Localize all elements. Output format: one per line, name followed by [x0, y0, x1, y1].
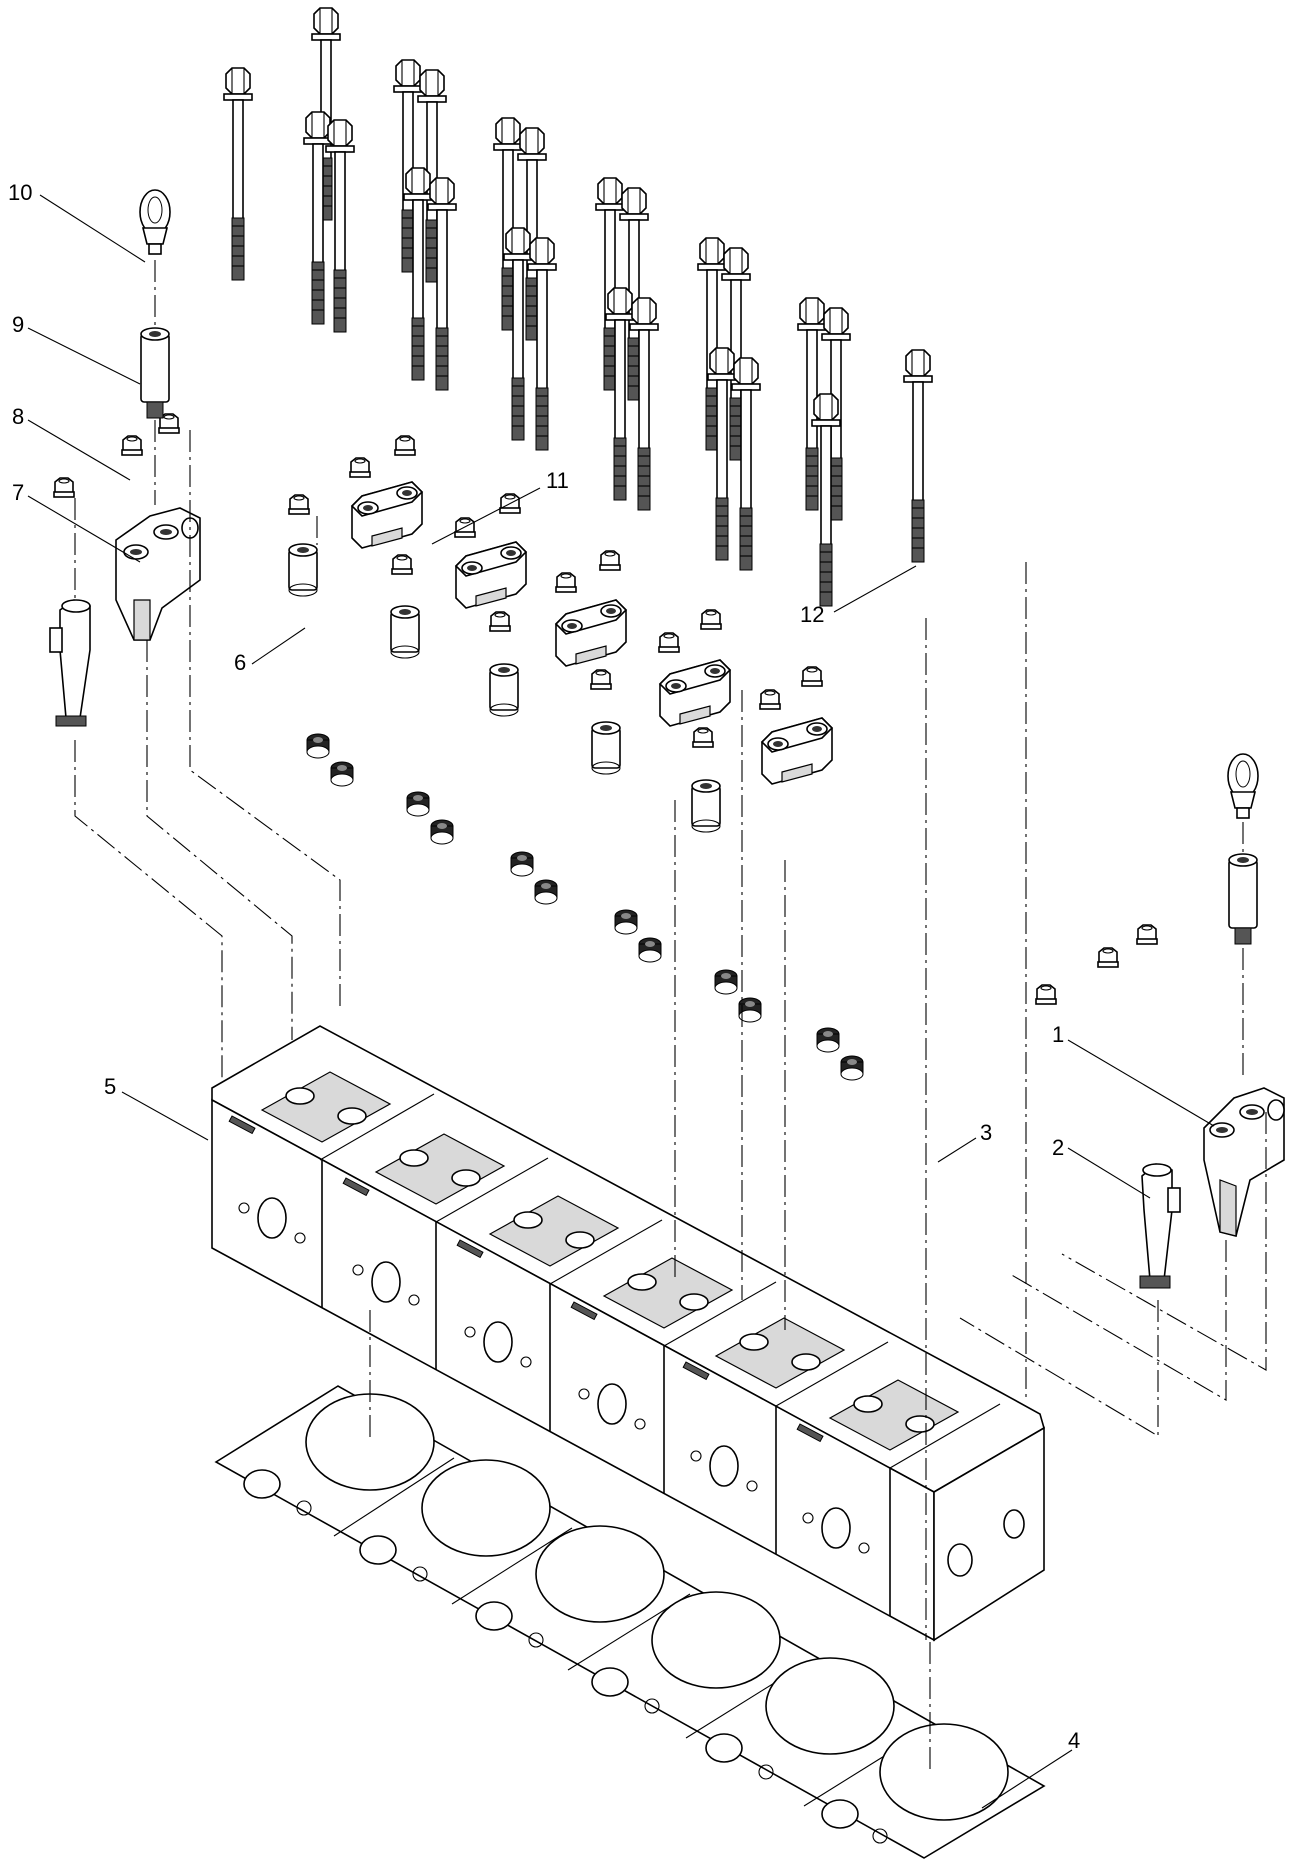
threaded-spacer-right	[1228, 853, 1258, 945]
gasket-ports	[243, 1469, 888, 1844]
alignment-lines	[74, 260, 1267, 1770]
lifting-eye-left	[139, 189, 171, 255]
callout-7: 7	[12, 480, 24, 505]
cylinder-head	[211, 1025, 1045, 1642]
callout-1: 1	[1052, 1022, 1064, 1047]
callout-11: 11	[546, 468, 569, 493]
head-bolts	[223, 7, 933, 607]
head-ports	[238, 1197, 1025, 1577]
callout-10: 10	[8, 180, 32, 205]
rocker-pockets	[228, 1071, 960, 1451]
callout-labels: 1 2 3 4 5 6 7 8 9 10 11 12	[8, 180, 1080, 1753]
callout-8: 8	[12, 404, 24, 429]
callout-5: 5	[104, 1074, 116, 1099]
callout-2: 2	[1052, 1135, 1064, 1160]
callout-9: 9	[12, 312, 24, 337]
lifting-eye-right	[1227, 753, 1259, 819]
injector-clamp-left	[49, 599, 91, 727]
callout-12: 12	[800, 602, 824, 627]
lifting-bracket-right	[1203, 1087, 1285, 1237]
threaded-spacer-left	[140, 327, 170, 419]
valve-stem-seals	[306, 733, 864, 1081]
callout-4: 4	[1068, 1728, 1080, 1753]
leader-lines	[27, 194, 1215, 1809]
cylinder-head-gasket	[214, 1385, 1046, 1859]
callout-3: 3	[980, 1120, 992, 1145]
lifting-bracket-left	[115, 507, 201, 641]
gasket-bores	[305, 1393, 1009, 1821]
callout-6: 6	[234, 650, 246, 675]
nuts	[53, 413, 1158, 1005]
injector-clamp-right	[1139, 1163, 1181, 1289]
